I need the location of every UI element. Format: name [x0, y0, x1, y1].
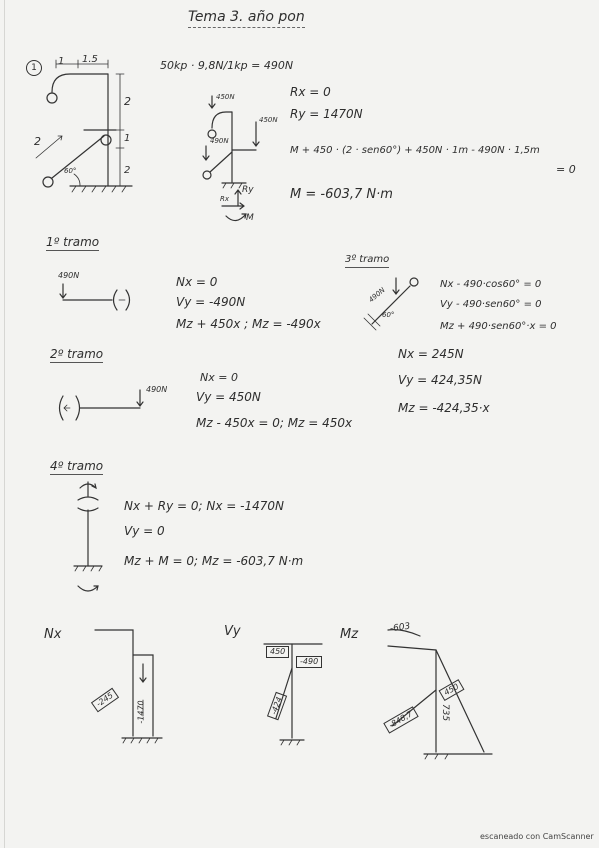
- section-1-sketch: [59, 283, 131, 311]
- section-1-load: 490N: [58, 271, 80, 280]
- section-3-result-mz: Mz = -424,35·x: [398, 401, 490, 415]
- section-2-eq-nx: Nx = 0: [200, 371, 238, 384]
- section-2-eq-vy: Vy = 450N: [196, 390, 261, 404]
- eq-moment: M + 450 · (2 · sen60°) + 450N · 1m - 490…: [290, 145, 540, 156]
- dim-right-c: 2: [124, 165, 131, 176]
- problem-number: 1: [26, 60, 42, 76]
- vy-value-right: -490: [296, 656, 323, 668]
- free-body-sketch: [202, 95, 260, 222]
- nx-diagram-label: Nx: [44, 627, 62, 642]
- eq-moment-end: = 0: [556, 163, 576, 176]
- section-3-eq-nx: Nx - 490·cos60° = 0: [440, 279, 542, 290]
- mz-diagram-label: Mz: [340, 627, 359, 642]
- dim-top-a: 1: [58, 56, 65, 67]
- fbd-rx-label: Rx: [220, 195, 230, 203]
- section-2-eq-mz: Mz - 450x = 0; Mz = 450x: [196, 416, 353, 430]
- page-title: Tema 3. año pon: [188, 10, 305, 28]
- scan-edge: [4, 0, 5, 848]
- section-1-eq-mz: Mz + 450x ; Mz = -490x: [176, 317, 321, 331]
- section-3-result-nx: Nx = 245N: [398, 347, 464, 361]
- fbd-load-right: 450N: [259, 116, 278, 124]
- fbd-moment-label: M: [246, 213, 254, 223]
- nx-value-vertical: -1470: [136, 700, 146, 724]
- fbd-ry-label: Ry: [242, 185, 254, 195]
- section-3-eq-vy: Vy - 490·sen60° = 0: [440, 299, 542, 310]
- scanner-footer: escaneado con CamScanner: [480, 832, 594, 841]
- eq-moment-result: M = -603,7 N·m: [290, 187, 393, 202]
- section-1-eq-nx: Nx = 0: [176, 275, 218, 289]
- mz-value-vertical: 735: [440, 703, 451, 722]
- fbd-load-top: 450N: [216, 93, 235, 101]
- section-1-title: 1º tramo: [46, 235, 100, 251]
- nx-diagram: [94, 629, 163, 744]
- section-3-sketch: [363, 277, 419, 331]
- section-4-eq-vy: Vy = 0: [124, 524, 165, 538]
- structure-sketch: [35, 59, 133, 193]
- vy-diagram: [263, 643, 323, 746]
- section-2-title: 2º tramo: [50, 347, 104, 363]
- unit-conversion: 50kp · 9,8N/1kp = 490N: [160, 59, 294, 72]
- dim-right-b: 1: [124, 133, 131, 144]
- vy-value-left: 450: [266, 646, 290, 658]
- dim-angle: 60°: [64, 167, 77, 175]
- dim-right-a: 2: [124, 95, 131, 108]
- section-3-result-vy: Vy = 424,35N: [398, 373, 482, 387]
- dim-top-b: 1.5: [82, 54, 98, 65]
- dim-diagonal: 2: [34, 135, 41, 148]
- eq-ry: Ry = 1470N: [290, 107, 363, 121]
- fbd-load-left: 490N: [210, 137, 229, 145]
- section-3-eq-mz: Mz + 490·sen60°·x = 0: [440, 321, 557, 332]
- section-1-eq-vy: Vy = -490N: [176, 295, 246, 309]
- section-3-title: 3º tramo: [345, 255, 390, 268]
- vy-diagram-label: Vy: [224, 624, 241, 639]
- section-4-title: 4º tramo: [50, 459, 104, 475]
- mz-diagram: [387, 629, 493, 760]
- section-2-sketch: [58, 389, 144, 421]
- section-4-eq-nx: Nx + Ry = 0; Nx = -1470N: [124, 499, 284, 513]
- section-3-angle: 60°: [382, 311, 395, 319]
- section-4-eq-mz: Mz + M = 0; Mz = -603,7 N·m: [124, 554, 304, 568]
- section-2-load: 490N: [146, 385, 168, 394]
- eq-rx: Rx = 0: [290, 85, 331, 99]
- section-4-sketch: [73, 481, 103, 592]
